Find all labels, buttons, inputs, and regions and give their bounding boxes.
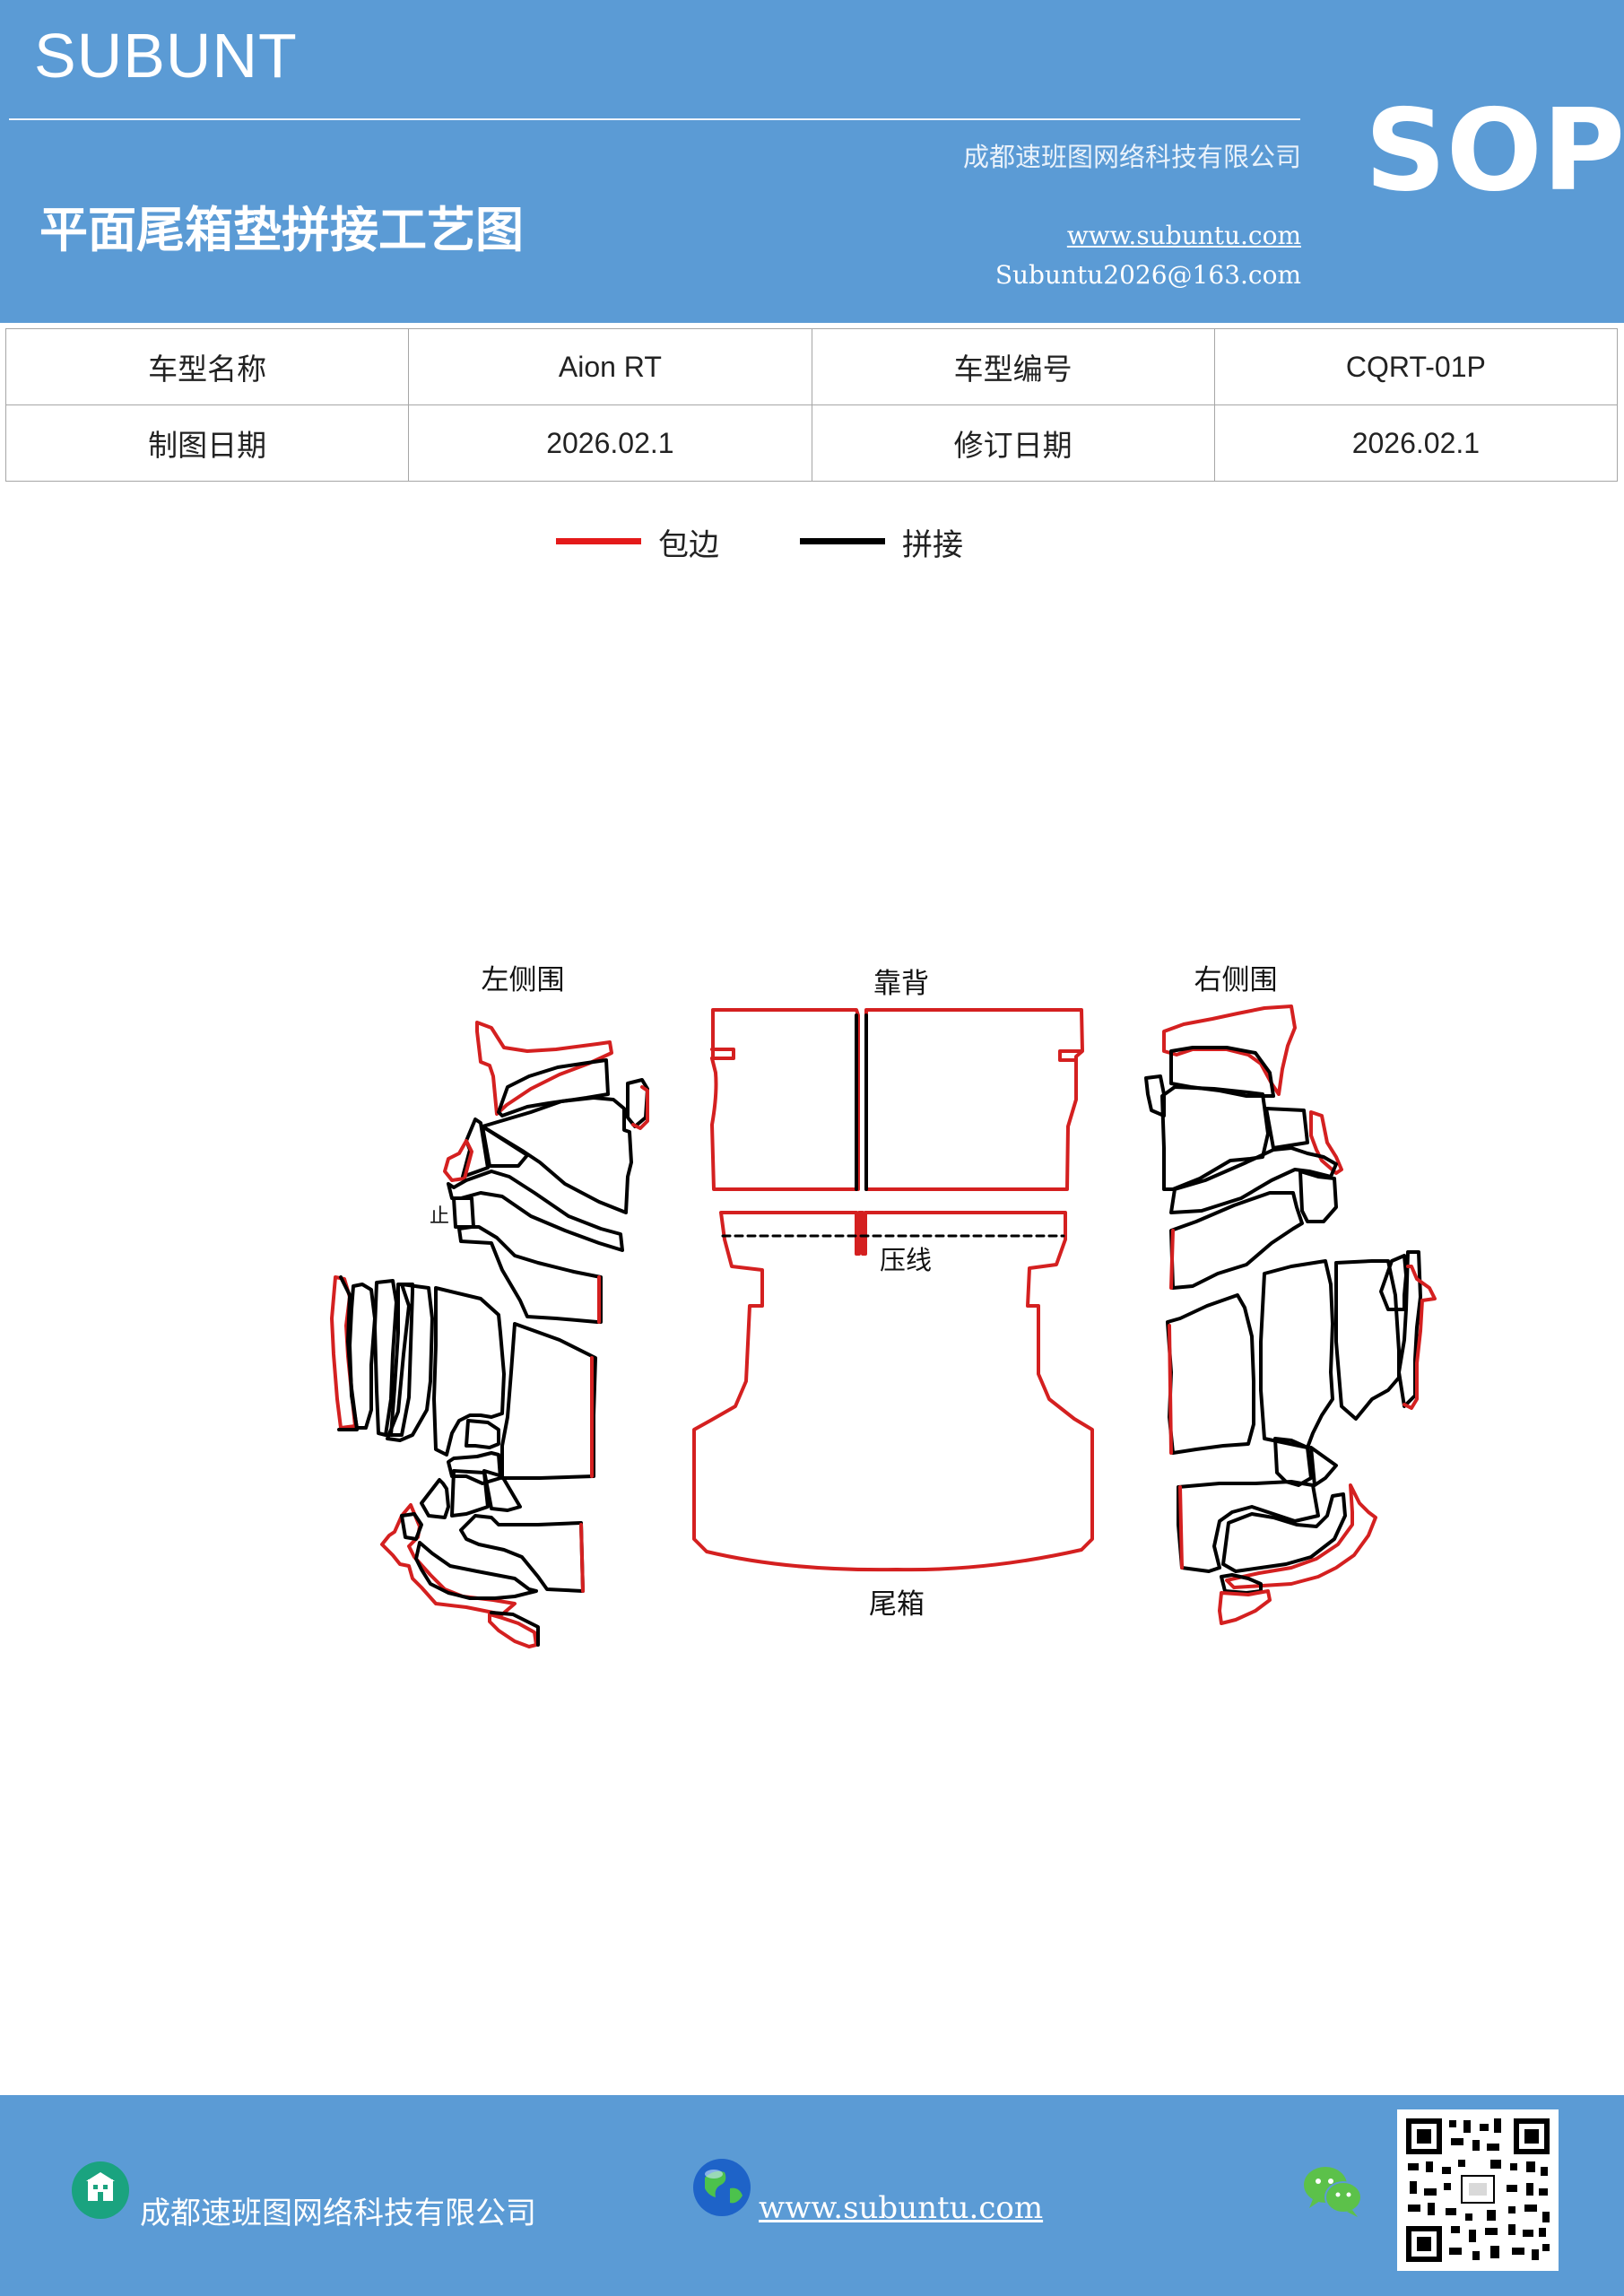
revision-date-value: 2026.02.1	[1213, 404, 1619, 482]
revision-date-label: 修订日期	[811, 404, 1215, 482]
backrest-label: 靠背	[873, 968, 929, 1000]
building-icon	[72, 2161, 129, 2219]
right-side-panels	[1144, 1004, 1437, 1625]
legend-swatch-seam	[800, 538, 885, 544]
press-line-label: 压线	[880, 1245, 932, 1275]
left-side-panels	[330, 1021, 649, 1648]
drawing-date-label: 制图日期	[4, 404, 410, 482]
globe-icon	[693, 2159, 751, 2216]
legend-swatch-edging	[556, 538, 641, 544]
drawing-date-value: 2026.02.1	[408, 404, 812, 482]
header-banner: SUBUNT 平面尾箱垫拼接工艺图 成都速班图网络科技有限公司 www.subu…	[0, 0, 1624, 323]
qr-code-pattern	[1401, 2113, 1555, 2267]
email-address: Subuntu2026@163.com	[994, 260, 1301, 290]
footer-website-link[interactable]: www.subuntu.com	[759, 2190, 1044, 2226]
model-name-value: Aion RT	[408, 328, 812, 405]
brand-name: SUBUNT	[34, 21, 298, 91]
small-mark-label: 止	[430, 1205, 449, 1228]
legend: 包边 拼接	[0, 520, 1624, 574]
document-title: 平面尾箱垫拼接工艺图	[39, 201, 524, 258]
legend-label-edging: 包边	[658, 527, 719, 563]
company-name: 成都速班图网络科技有限公司	[962, 142, 1301, 172]
table-row: 车型名称 Aion RT 车型编号 CQRT-01P	[4, 328, 1619, 405]
wechat-icon	[1304, 2167, 1362, 2217]
legend-label-seam: 拼接	[902, 527, 963, 563]
trunk-floor-panel	[692, 1211, 1094, 1572]
qr-code	[1397, 2109, 1559, 2271]
right-side-label: 右侧围	[1194, 964, 1278, 996]
backrest-panel	[710, 1008, 1084, 1191]
vehicle-info-table: 车型名称 Aion RT 车型编号 CQRT-01P 制图日期 2026.02.…	[4, 328, 1619, 482]
footer-company-name: 成都速班图网络科技有限公司	[140, 2196, 536, 2231]
left-side-label: 左侧围	[482, 964, 565, 996]
model-code-value: CQRT-01P	[1213, 328, 1619, 405]
model-code-label: 车型编号	[811, 328, 1215, 405]
header-divider	[9, 118, 1300, 120]
table-row: 制图日期 2026.02.1 修订日期 2026.02.1	[4, 404, 1619, 482]
website-link[interactable]: www.subuntu.com	[1066, 221, 1301, 250]
trunk-label: 尾箱	[869, 1588, 925, 1621]
sop-badge: SOP	[1365, 84, 1624, 216]
model-name-label: 车型名称	[4, 328, 410, 405]
